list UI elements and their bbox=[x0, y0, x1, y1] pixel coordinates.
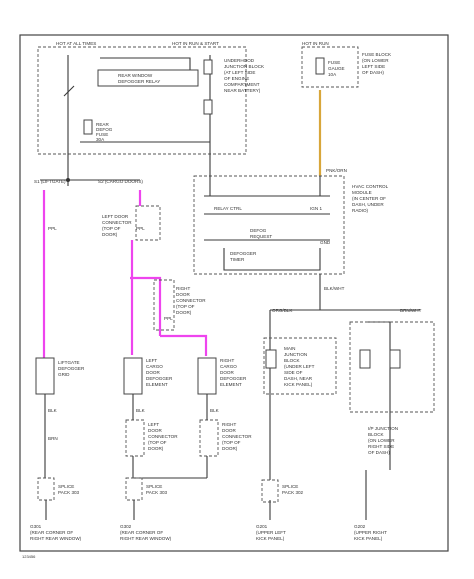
main-junction-box bbox=[263, 337, 337, 395]
right-cargo-element bbox=[197, 357, 217, 395]
hot-in-run-label: HOT IN RUN bbox=[302, 41, 329, 46]
ip-junction-terminal-2 bbox=[389, 349, 401, 369]
output-wiring bbox=[40, 142, 211, 186]
gauge-fuse-label: FUSE GAUGE 10A bbox=[328, 60, 346, 77]
purple-defog-wires bbox=[42, 190, 208, 360]
gnd-label: GND bbox=[320, 240, 331, 245]
splice-pack-3-label: SPLICE PACK 302 bbox=[282, 484, 304, 495]
wire-label-org-blk: ORG/BLK bbox=[272, 308, 293, 313]
splice-pack-3 bbox=[261, 479, 279, 503]
wire-label-ppl-1: PPL bbox=[48, 226, 57, 231]
ip-junction-terminal-1 bbox=[359, 349, 371, 369]
splice-top-right-label: S2 (CARGO DOORS) bbox=[98, 179, 143, 184]
main-junction-terminal bbox=[265, 349, 277, 369]
relay-box bbox=[37, 46, 247, 155]
left-door-connector-label: LEFT DOOR CONNECTOR (TOP OF DOOR) bbox=[102, 214, 133, 237]
hvac-timer-loop bbox=[223, 248, 321, 271]
relay-coil bbox=[97, 69, 199, 87]
hvac-internal-bus bbox=[204, 176, 330, 215]
fuse-block-label: FUSE BLOCK (ON LOWER LEFT SIDE OF DASH) bbox=[362, 52, 392, 75]
left-cargo-element bbox=[123, 357, 143, 395]
ground-g4-label: G202 (UPPER RIGHT KICK PANEL) bbox=[354, 524, 388, 541]
left-door-connector bbox=[135, 205, 161, 241]
junction-block-label: UNDERHOOD JUNCTION BLOCK (AT LEFT SIDE O… bbox=[224, 58, 265, 93]
left-cargo-label: LEFT CARGO DOOR DEFOGGER ELEMENT bbox=[146, 358, 174, 387]
defog-request-label: DEFOG REQUEST bbox=[250, 228, 272, 239]
right-door-connector bbox=[153, 279, 175, 331]
wire-label-ppl-2: PPL bbox=[136, 226, 145, 231]
fuse-block-box bbox=[301, 46, 359, 88]
diagram-frame bbox=[19, 34, 449, 552]
right-cargo-label: RIGHT CARGO DOOR DEFOGGER ELEMENT bbox=[220, 358, 248, 387]
hot-in-start-label: HOT IN RUN & START bbox=[172, 41, 219, 46]
defog-fuse bbox=[83, 119, 93, 135]
hot-all-times-label: HOT AT ALL TIMES bbox=[56, 41, 96, 46]
ip-junction-label: I/P JUNCTION BLOCK (ON LOWER RIGHT SIDE … bbox=[368, 426, 399, 455]
splice-pack-2-label: SPLICE PACK 303 bbox=[146, 484, 168, 495]
left-door-connector-2-label: LEFT DOOR CONNECTOR (TOP OF DOOR) bbox=[148, 422, 179, 451]
relay-ctrl-label: RELAY CTRL bbox=[214, 206, 242, 211]
wire-label-blk-2: BLK bbox=[136, 408, 146, 413]
ground-drops bbox=[45, 470, 367, 520]
wire-label-pnk-orn: PNK/ORN bbox=[326, 168, 347, 173]
hvac-module-box bbox=[193, 175, 345, 275]
wire-label-blk-wht: BLK/WHT bbox=[324, 286, 345, 291]
right-ground-network bbox=[269, 274, 420, 480]
wire-label-brn: BRN bbox=[48, 436, 58, 441]
relay-label: REAR WINDOW DEFOGGER RELAY bbox=[118, 73, 160, 84]
right-door-connector-2 bbox=[199, 419, 219, 457]
defog-fuse-label: REAR DEFOG FUSE 30A bbox=[96, 122, 114, 142]
liftgate-grid bbox=[35, 357, 55, 395]
relay-contact bbox=[63, 85, 75, 97]
main-junction-label: MAIN JUNCTION BLOCK (UNDER LEFT SIDE OF … bbox=[284, 346, 316, 387]
ground-g3-label: G201 (UPPER LEFT KICK PANEL) bbox=[256, 524, 287, 541]
right-door-connector-2-label: RIGHT DOOR CONNECTOR (TOP OF DOOR) bbox=[222, 422, 253, 451]
right-door-connector-label: RIGHT DOOR CONNECTOR (TOP OF DOOR) bbox=[176, 286, 207, 315]
wire-label-blk-3: BLK bbox=[210, 408, 220, 413]
fuse-hvac-bottom bbox=[203, 99, 213, 115]
relay-coil-feed bbox=[100, 57, 191, 72]
liftgate-label: LIFTGATE DEFOGGER GRID bbox=[58, 360, 86, 377]
splice-pack-2 bbox=[125, 477, 143, 501]
hvac-module-label: HVAC CONTROL MODULE (IN CENTER OF DASH, … bbox=[352, 184, 389, 213]
ip-junction-box bbox=[349, 321, 435, 413]
splice-pack-1 bbox=[37, 477, 55, 501]
defogger-timer-label: DEFOGGER TIMER bbox=[230, 251, 258, 262]
figure-code: 123456 bbox=[22, 554, 36, 559]
wire-label-brn-wht: BRN/WHT bbox=[400, 308, 422, 313]
splice-dot-left bbox=[66, 178, 70, 182]
wire-label-blk-1: BLK bbox=[48, 408, 58, 413]
fuse-hvac-top bbox=[203, 59, 213, 75]
ground-g2-label: G302 (REAR CORNER OF RIGHT REAR WINDOW) bbox=[120, 524, 172, 541]
ground-g1-label: G301 (REAR CORNER OF RIGHT REAR WINDOW) bbox=[30, 524, 82, 541]
ground-wires-left bbox=[44, 394, 208, 479]
wire-label-ppl-3: PPL bbox=[164, 316, 173, 321]
gauge-fuse bbox=[315, 57, 325, 75]
ign1-label: IGN 1 bbox=[310, 206, 322, 211]
splice-pack-1-label: SPLICE PACK 303 bbox=[58, 484, 80, 495]
left-door-connector-2 bbox=[125, 419, 145, 457]
splice-top-label: S1 (LIFTGATE) bbox=[34, 179, 66, 184]
